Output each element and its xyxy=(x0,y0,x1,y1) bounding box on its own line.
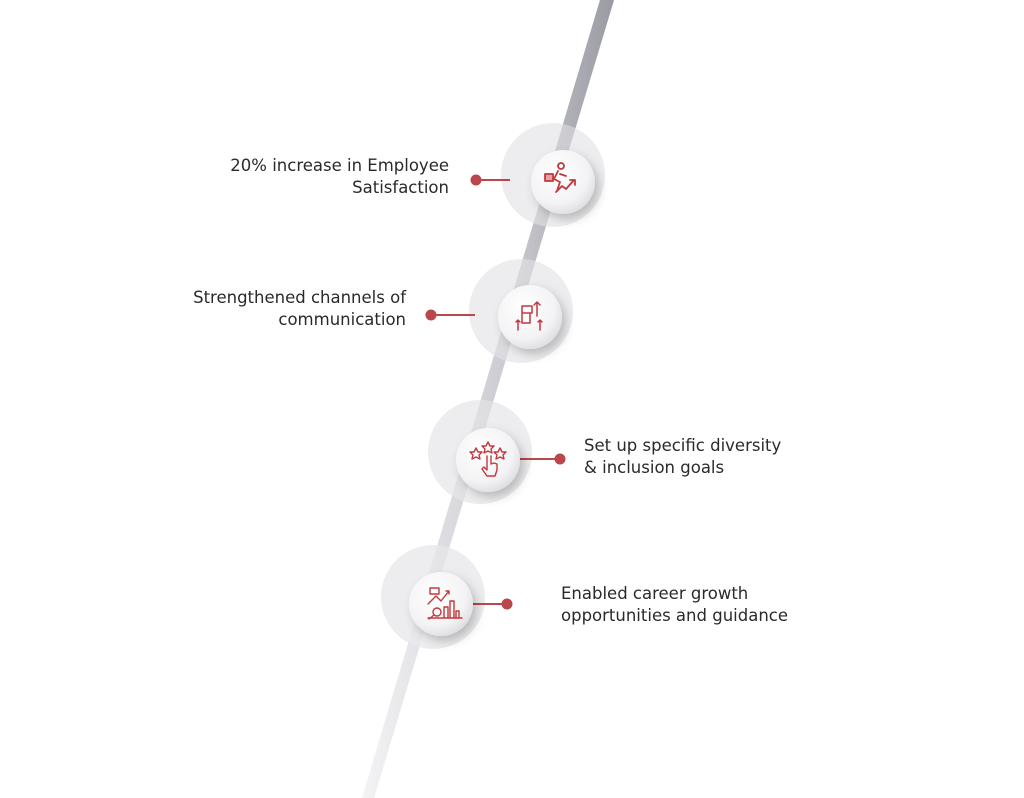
career-chart-icon xyxy=(427,587,463,620)
raised-fist-arrows-icon xyxy=(515,301,543,331)
milestone-label: Enabled career growth opportunities and … xyxy=(561,583,788,627)
label-line: Set up specific diversity xyxy=(584,436,782,455)
milestone-label: 20% increase in Employee Satisfaction xyxy=(230,155,449,199)
label-line: & inclusion goals xyxy=(584,458,725,477)
hand-stars-rating-icon xyxy=(469,441,507,477)
label-line: opportunities and guidance xyxy=(561,606,789,625)
label-line: communication xyxy=(278,310,406,329)
label-line: 20% increase in Employee xyxy=(230,156,449,175)
label-line: Satisfaction xyxy=(352,178,449,197)
label-line: Strengthened channels of xyxy=(193,288,406,307)
label-line: Enabled career growth xyxy=(561,584,749,603)
milestone-label: Strengthened channels of communication xyxy=(193,287,406,331)
running-growth-icon xyxy=(544,162,576,193)
milestone-label: Set up specific diversity & inclusion go… xyxy=(584,435,781,479)
